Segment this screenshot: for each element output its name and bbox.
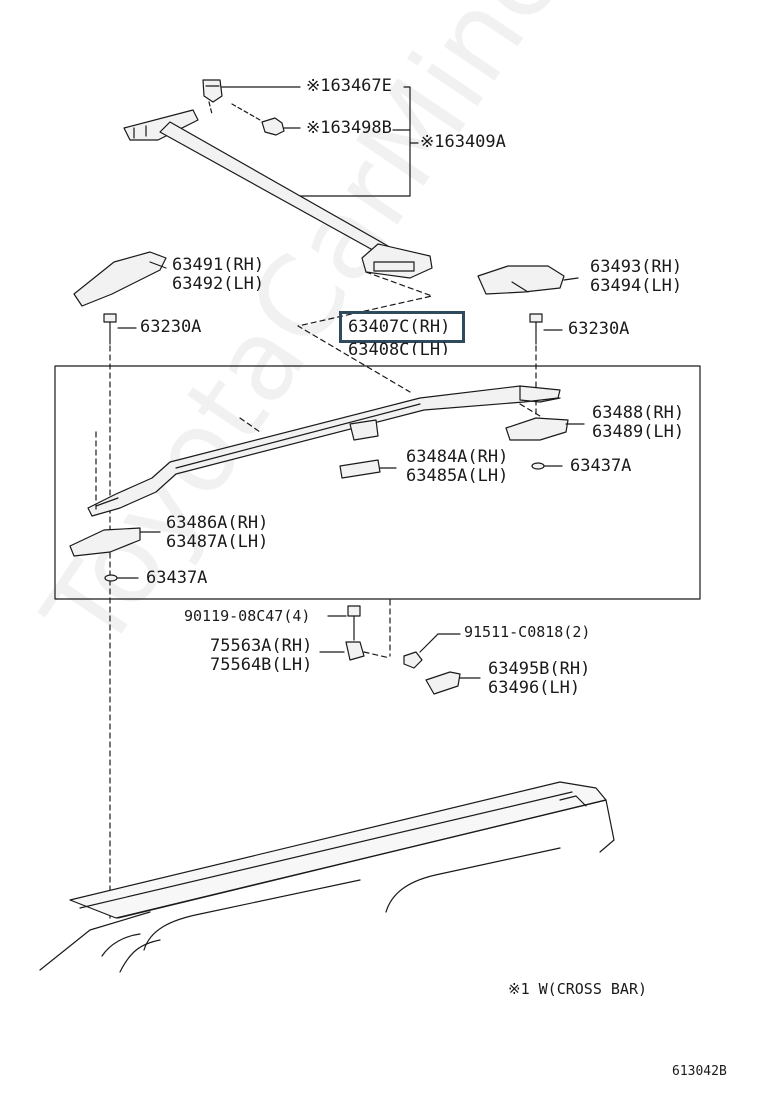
label-163467e: ※163467E	[306, 76, 392, 96]
label-63408c: 63408C(LH)	[348, 341, 451, 355]
label-63486a: 63486A(RH)	[166, 513, 269, 533]
label-63489: 63489(LH)	[592, 422, 685, 442]
label-63407c[interactable]: 63407C(RH)	[348, 317, 451, 337]
label-63494: 63494(LH)	[590, 276, 683, 296]
bracket-75563a	[319, 641, 391, 661]
cross-bar-group-bracket	[299, 86, 419, 197]
washer-63437a-left	[104, 574, 139, 582]
washer-63437a-right	[531, 462, 563, 470]
label-63492: 63492(LH)	[172, 274, 265, 294]
rail-mount-63488	[505, 417, 585, 441]
label-63230a-right: 63230A	[568, 319, 630, 339]
label-63437a-right: 63437A	[570, 456, 632, 476]
label-63496: 63496(LH)	[488, 678, 581, 698]
rail-mount-63484a	[339, 459, 397, 479]
bolt-90119	[327, 605, 361, 641]
roof-rail-63407c	[87, 385, 561, 517]
label-90119: 90119-08C47(4)	[184, 607, 311, 625]
cross-bar-63409a	[123, 109, 433, 279]
screw-63498b	[231, 103, 301, 136]
clip-63467e	[202, 79, 301, 115]
note-cross-bar: ※1 W(CROSS BAR)	[508, 980, 647, 998]
label-63487a: 63487A(LH)	[166, 532, 269, 552]
label-163409a: ※163409A	[420, 132, 506, 152]
cover-63495b	[425, 671, 481, 695]
label-63488: 63488(RH)	[592, 403, 685, 423]
end-cover-63491	[73, 251, 167, 307]
end-cover-63493	[477, 265, 579, 295]
roof-rail-group-frame	[54, 365, 701, 600]
label-63437a-left: 63437A	[146, 568, 208, 588]
label-63230a-left: 63230A	[140, 317, 202, 337]
label-163498b: ※163498B	[306, 118, 392, 138]
label-75564b: 75564B(LH)	[210, 655, 313, 675]
rail-mount-63486a	[69, 527, 161, 557]
screw-91511	[389, 599, 461, 669]
diagram-code: 613042B	[672, 1064, 727, 1079]
bolt-63230a-left	[103, 313, 137, 921]
vehicle-roof-outline	[39, 781, 615, 973]
label-63495b: 63495B(RH)	[488, 659, 591, 679]
highlight-box-63407c	[339, 311, 465, 343]
label-91511: 91511-C0818(2)	[464, 623, 591, 641]
label-63493: 63493(RH)	[590, 257, 683, 277]
label-63491: 63491(RH)	[172, 255, 265, 275]
label-63485a: 63485A(LH)	[406, 466, 509, 486]
label-63484a: 63484A(RH)	[406, 447, 509, 467]
label-75563a: 75563A(RH)	[210, 636, 313, 656]
bolt-63230a-right	[529, 313, 563, 421]
